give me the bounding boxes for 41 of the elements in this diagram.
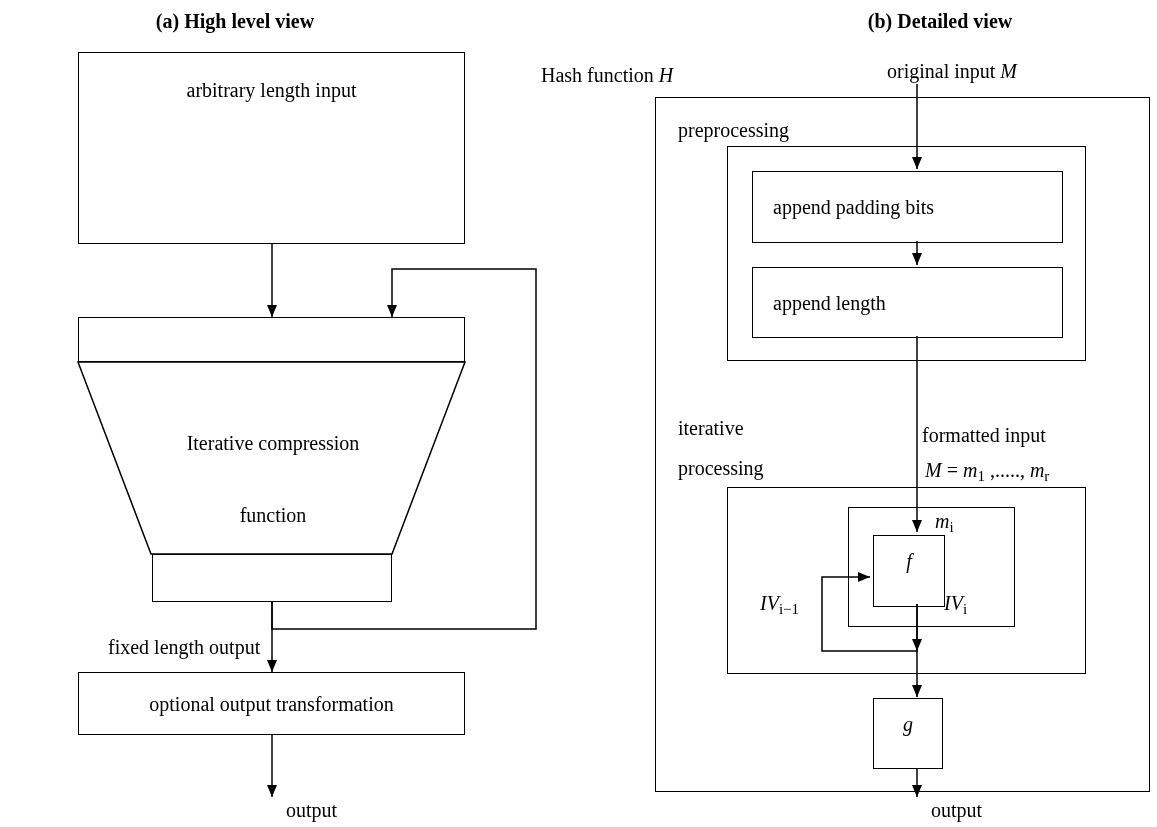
panel-title: (b) Detailed view bbox=[866, 9, 1014, 35]
math-label: IV$_{i}$ bbox=[944, 591, 969, 618]
arrow bbox=[271, 268, 537, 630]
box-label: iterative processing bbox=[678, 416, 765, 482]
box-label: f bbox=[906, 549, 912, 575]
math-label: M = m$_{1}$ ,....., m$_{r}$ bbox=[925, 458, 1051, 485]
box-label: output bbox=[286, 798, 338, 824]
box-label: append padding bits bbox=[773, 195, 935, 221]
inner-box bbox=[848, 507, 1015, 627]
box-label: original input M bbox=[887, 59, 1017, 85]
function-box bbox=[873, 535, 945, 607]
process-box bbox=[78, 52, 465, 244]
arrow bbox=[912, 767, 922, 798]
arrow bbox=[267, 734, 277, 798]
trapezoid-shape bbox=[78, 362, 465, 554]
arrow bbox=[267, 243, 277, 318]
output-bar bbox=[152, 554, 392, 602]
panel-title: (a) High level view bbox=[154, 9, 316, 35]
function-box bbox=[873, 698, 943, 769]
arrow bbox=[912, 335, 922, 533]
box-label: g bbox=[903, 712, 913, 738]
arrow bbox=[912, 603, 922, 698]
math-label: m$_{i}$ bbox=[935, 509, 955, 536]
process-box bbox=[752, 171, 1063, 243]
box-label: Iterative compression function bbox=[185, 431, 361, 528]
arrow bbox=[267, 601, 277, 673]
arrow bbox=[912, 240, 922, 266]
edge-label: fixed length output bbox=[108, 635, 262, 661]
box-label: arbitrary length input bbox=[186, 78, 357, 104]
math-label: IV$_{i−1}$ bbox=[760, 591, 801, 618]
arrow bbox=[821, 572, 918, 652]
process-box bbox=[78, 672, 465, 735]
box-label: optional output transformation bbox=[149, 691, 394, 718]
box-label: append length bbox=[773, 290, 886, 317]
box-label: preprocessing bbox=[678, 118, 791, 144]
input-bar bbox=[78, 317, 465, 362]
box-label: output bbox=[931, 798, 983, 824]
edge-label: formatted input bbox=[922, 423, 1047, 449]
process-box bbox=[752, 267, 1063, 338]
arrow bbox=[912, 83, 922, 170]
box-label: Hash function H bbox=[541, 63, 675, 88]
